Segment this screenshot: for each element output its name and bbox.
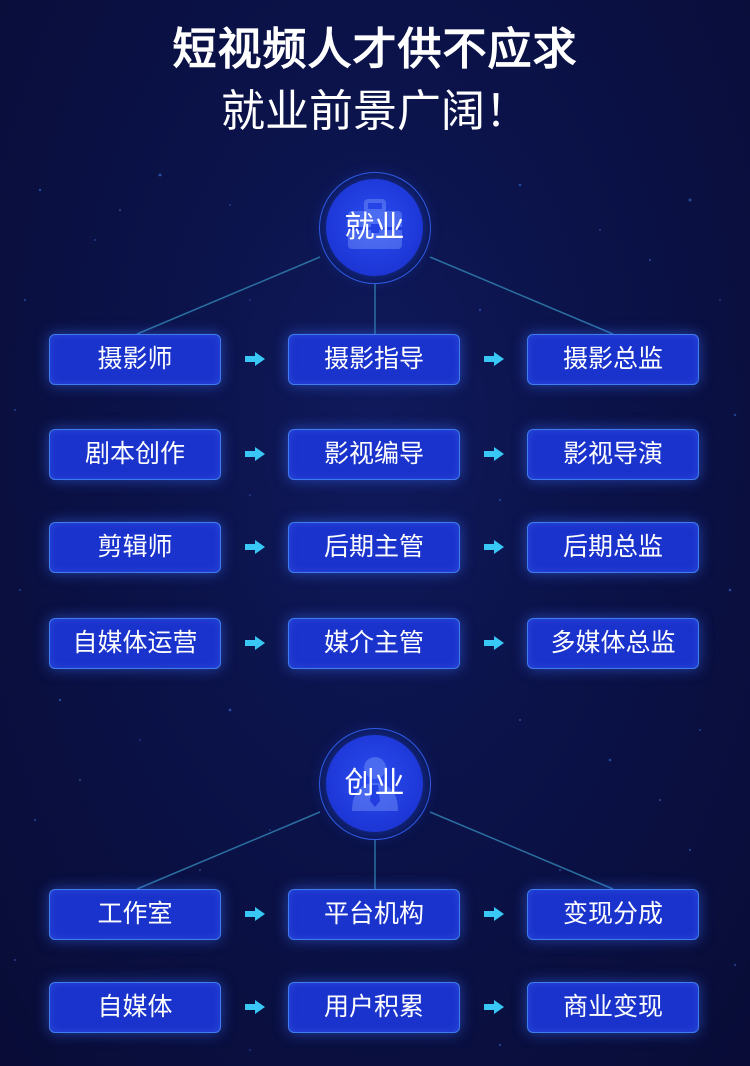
startup-box-studio: 工作室 — [49, 889, 221, 940]
briefcase-icon — [348, 199, 402, 249]
startup-box-platform-agency: 平台机构 — [288, 889, 460, 940]
person-icon — [352, 757, 398, 811]
arrow-right-icon — [484, 907, 504, 921]
career-box-post-production-supervisor: 后期主管 — [288, 522, 460, 573]
career-box-photography-director: 摄影指导 — [288, 334, 460, 385]
arrow-right-icon — [484, 636, 504, 650]
arrow-right-icon — [484, 1000, 504, 1014]
career-box-photography-chief: 摄影总监 — [527, 334, 699, 385]
arrow-right-icon — [484, 447, 504, 461]
headline: 短视频人才供不应求 — [172, 24, 578, 75]
hub-startup-label: 创业 — [344, 766, 405, 801]
arrow-right-icon — [484, 540, 504, 554]
career-box-photographer: 摄影师 — [49, 334, 221, 385]
arrow-right-icon — [245, 352, 265, 366]
arrow-right-icon — [245, 636, 265, 650]
startup-box-user-growth: 用户积累 — [288, 982, 460, 1033]
subheadline: 就业前景广阔！ — [221, 86, 529, 137]
hub-startup-core: 创业 — [326, 735, 423, 832]
career-box-multimedia-chief: 多媒体总监 — [527, 618, 699, 669]
career-box-video-editor: 剪辑师 — [49, 522, 221, 573]
hub-startup: 创业 — [319, 728, 431, 840]
career-box-film-director: 影视导演 — [527, 429, 699, 480]
hub-employment-core: 就业 — [326, 179, 423, 276]
startup-box-monetization: 商业变现 — [527, 982, 699, 1033]
hub-employment: 就业 — [319, 172, 431, 284]
startup-box-revenue-share: 变现分成 — [527, 889, 699, 940]
arrow-right-icon — [484, 352, 504, 366]
career-box-self-media-operator: 自媒体运营 — [49, 618, 221, 669]
career-box-post-production-chief: 后期总监 — [527, 522, 699, 573]
startup-box-self-media: 自媒体 — [49, 982, 221, 1033]
arrow-right-icon — [245, 540, 265, 554]
arrow-right-icon — [245, 1000, 265, 1014]
arrow-right-icon — [245, 447, 265, 461]
arrow-right-icon — [245, 907, 265, 921]
hub-employment-label: 就业 — [344, 210, 405, 245]
career-box-media-supervisor: 媒介主管 — [288, 618, 460, 669]
career-box-scriptwriting: 剧本创作 — [49, 429, 221, 480]
career-box-film-editor-director: 影视编导 — [288, 429, 460, 480]
